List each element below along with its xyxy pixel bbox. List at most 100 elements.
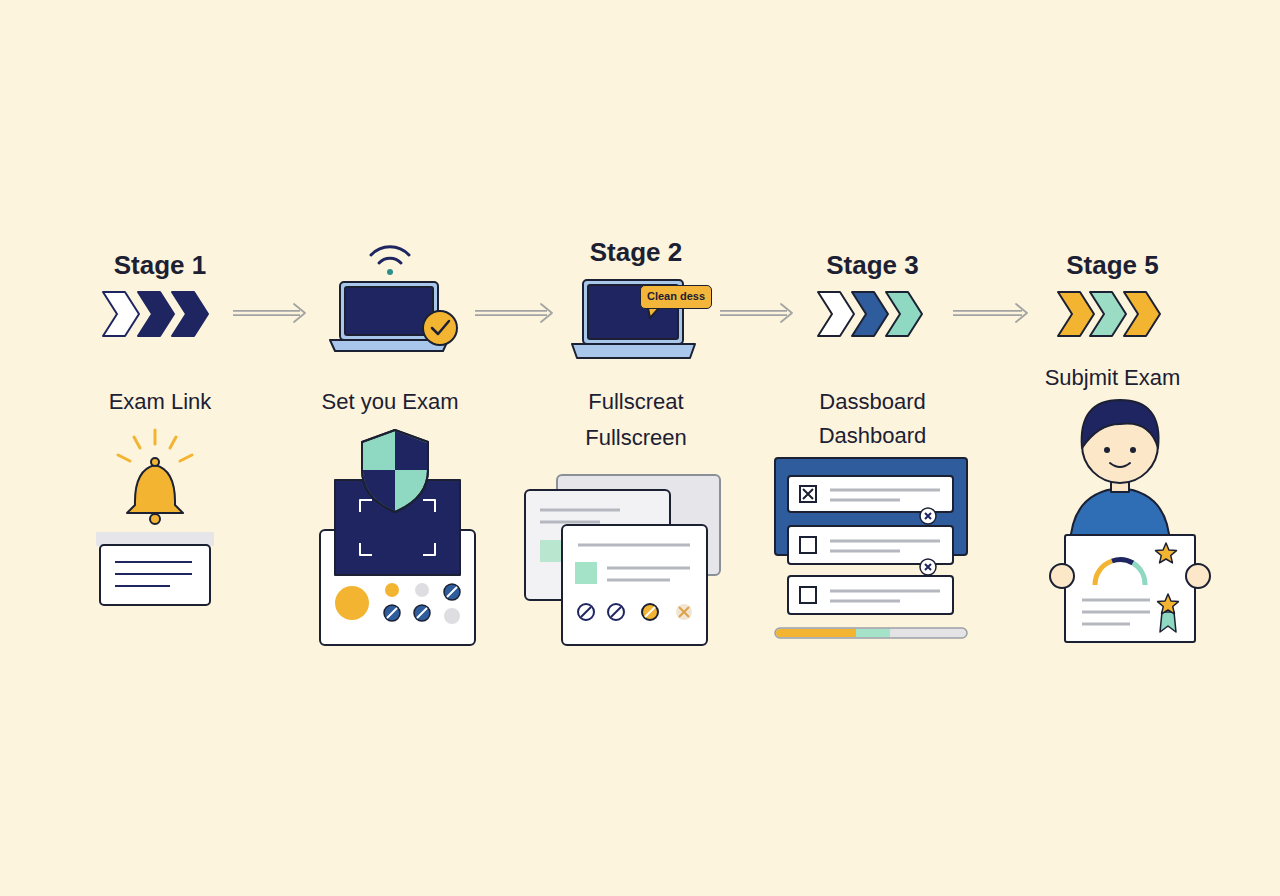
dashboard-icon-part [788,576,953,614]
flow-arrow [232,304,305,322]
stage-title: Stage 5 [1035,250,1190,280]
arrow-line-gap [232,312,301,314]
stage-step: Stage 1Exam Link [95,245,225,430]
person-illustration-part [1160,612,1176,632]
dashboard-icon-part [830,550,900,553]
dashboard-icon-part [925,564,931,570]
secure-setup-icon-part [360,543,372,555]
dashboard-icon-part [776,629,860,637]
dashboard-icon-part [800,486,816,502]
window-stack [525,475,720,645]
bell-icon-part [127,465,183,513]
flow-arrow [719,304,792,322]
secure-setup-icon [320,430,475,645]
laptop-icon-part [423,311,457,345]
note-card-part [100,545,210,605]
window-stack-part [676,604,692,620]
dashboard-icon-part [800,587,816,603]
wifi-symbol-part [379,258,401,263]
window-stack-part [578,604,594,620]
arrow-line-gap [719,312,788,314]
stage-step: Stage 5 Subjmit Exam [1035,245,1190,395]
person-illustration [1050,400,1210,642]
arrow-head [781,304,792,322]
person-illustration-part [1050,564,1074,588]
secure-setup-icon-part [362,430,428,512]
window-stack-part [578,544,690,547]
dashboard-icon-part [775,458,967,555]
person-illustration-part [1112,560,1133,563]
wifi-symbol-part [371,247,409,255]
bell-icon-part [118,455,130,461]
window-stack-part [611,607,621,617]
person-illustration-part [1133,563,1145,585]
person-illustration-part [1104,447,1110,453]
laptop-icon-part [572,344,695,358]
note-card-part [115,562,192,586]
secure-setup-icon-part [414,605,430,621]
person-illustration-part [1130,447,1136,453]
person-illustration-part [1158,594,1179,614]
chevron-icon [1058,292,1160,336]
secure-setup-icon-part [423,500,435,512]
dashboard-icon-part [800,537,816,553]
note-card-part [115,573,192,575]
dashboard-icon [775,458,967,638]
secure-setup-icon-part [444,608,460,624]
secure-setup-icon-part [360,500,372,512]
chevron-icon-part [138,292,174,336]
arrow-head [294,304,305,322]
dashboard-icon-part [775,628,967,638]
dashboard-icon-part [830,540,940,543]
chevron-icon-part [886,292,922,336]
person-illustration-part [1082,600,1150,624]
dashboard-icon-part [856,629,890,637]
flow-arrow [474,304,552,322]
chevron-icon-part [103,292,139,336]
step-label: Fullscreat Fullscreen [585,384,686,456]
flow-arrow [952,304,1027,322]
secure-setup-icon-part [417,608,427,618]
chevron-icon [103,292,208,336]
person-illustration-part [1082,400,1159,448]
laptop-icon-part [648,308,659,318]
stage-title: Stage 3 [800,250,945,280]
stage-step: Set you Exam [313,245,467,430]
tooltip-badge: Clean dess [640,285,712,309]
dashboard-icon-part [788,476,953,512]
window-stack-part [540,509,620,512]
stage-title: Stage 2 [560,237,712,267]
person-illustration-part [1095,561,1112,585]
person-illustration-part [1156,543,1177,563]
chevron-icon-part [1124,292,1160,336]
window-stack-part [562,525,707,645]
window-stack-part [607,567,690,570]
dashboard-icon-part [925,513,931,519]
badge-text: Clean dess [641,286,711,307]
secure-setup-icon-part [447,587,457,597]
bell-icon-part [134,437,140,448]
bell-icon-part [150,514,160,524]
arrow-head [541,304,552,322]
note-card-part [115,561,192,563]
chevron-icon [818,292,922,336]
bell-icon-part [118,430,192,461]
chevron-icon-part [172,292,208,336]
step-label: Subjmit Exam [1035,365,1190,391]
secure-setup-icon-part [387,608,397,618]
person-illustration-part [1082,623,1130,626]
chevron-icon-part [818,292,854,336]
chevron-icon-part [852,292,888,336]
dashboard-icon-part [830,590,940,593]
dashboard-icon-part [830,490,940,601]
secure-setup-icon-part [385,583,399,597]
window-stack-part [607,579,670,582]
stage-step: Stage 2 Fullscreat Fullscreen Clean dess [560,235,712,455]
person-illustration-part [1110,463,1130,467]
bell-icon-part [180,455,192,461]
laptop-icon-part [345,287,433,335]
laptop-icon [330,282,457,351]
window-stack-part [578,604,624,620]
bell-icon-part [170,437,176,448]
dashboard-icon-part [920,508,936,524]
